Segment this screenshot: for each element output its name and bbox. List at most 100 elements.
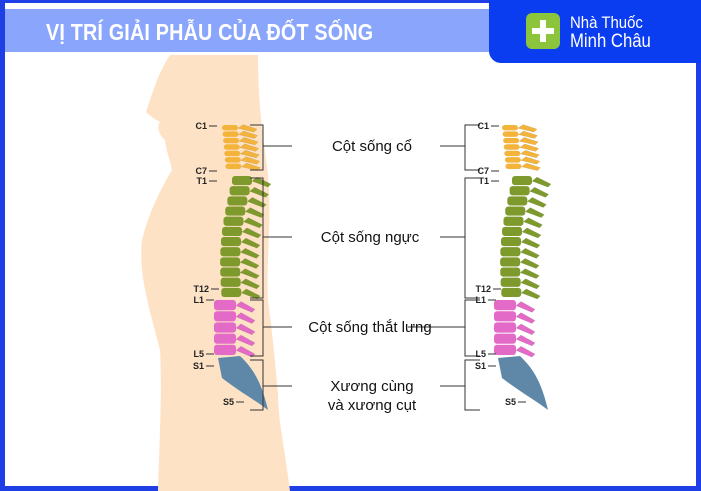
vertebra: [500, 277, 521, 287]
vertebra: [220, 257, 241, 267]
spinous-process: [240, 278, 261, 290]
vertebra-label-t1: T1: [196, 176, 207, 186]
spinous-process: [515, 334, 536, 347]
spinous-process: [522, 217, 543, 229]
plus-icon: [526, 13, 560, 49]
spinous-process: [519, 150, 540, 159]
vertebra-label-l5: L5: [475, 349, 486, 359]
vertebra-label-t12: T12: [193, 284, 209, 294]
vertebra: [214, 300, 236, 311]
vertebra: [502, 131, 519, 137]
spinous-process: [529, 186, 550, 198]
vertebra: [224, 150, 241, 157]
vertebra: [494, 300, 516, 311]
vertebra: [227, 196, 248, 206]
vertebra-label-s5: S5: [223, 397, 234, 407]
spinous-process: [242, 217, 263, 229]
vertebra-label-s1: S1: [193, 361, 204, 371]
vertebra: [223, 144, 240, 150]
vertebra: [504, 150, 521, 157]
spinous-process: [515, 312, 536, 324]
spinous-process: [517, 124, 538, 133]
page-title: VỊ TRÍ GIẢI PHẪU CỦA ĐỐT SỐNG: [46, 19, 374, 45]
spinous-process: [237, 130, 259, 139]
spinous-process: [526, 197, 547, 208]
vertebra-label-c1: C1: [477, 121, 489, 131]
vertebra: [223, 216, 244, 226]
spinous-process: [515, 323, 536, 336]
spinous-process: [237, 124, 258, 133]
spinous-process: [239, 258, 260, 269]
title-bar: [5, 9, 495, 52]
spinous-process: [515, 301, 536, 313]
bracket-left-1: [250, 177, 292, 299]
vertebra: [494, 311, 516, 322]
spinous-process: [249, 186, 270, 198]
spinous-process: [520, 278, 541, 290]
spinous-process: [239, 150, 260, 159]
vertebra-label-c7: C7: [477, 166, 489, 176]
vertebra: [225, 206, 246, 216]
group-label-thoracic: Cột sống ngực: [321, 229, 420, 246]
spinous-process: [240, 162, 261, 171]
brand-logo: Nhà Thuốc Minh Châu: [489, 0, 701, 63]
group-label-cervical: Cột sống cổ: [332, 138, 412, 155]
vertebra-label-c1: C1: [195, 121, 207, 131]
bracket-left-2: [250, 299, 292, 357]
spinous-process: [240, 237, 261, 249]
spinous-process: [239, 247, 260, 259]
spinous-process: [240, 156, 261, 165]
vertebra: [225, 163, 242, 169]
vertebra: [214, 322, 236, 333]
vertebra: [222, 131, 239, 137]
vertebra: [494, 333, 516, 344]
spinous-process: [519, 247, 540, 259]
vertebra: [221, 237, 241, 247]
group-label-lumbar: Cột sống thắt lưng: [308, 319, 431, 336]
vertebra: [222, 226, 243, 236]
brand-line2: Minh Châu: [570, 31, 651, 52]
vertebra-label-s1: S1: [475, 361, 486, 371]
vertebra: [505, 163, 522, 169]
bracket-right-3: [440, 359, 480, 411]
bracket-right-2: [408, 299, 480, 357]
bracket-right-1: [440, 177, 480, 299]
sacrum-coccyx: [218, 356, 268, 410]
vertebra-label-c7: C7: [195, 166, 207, 176]
vertebra: [220, 247, 241, 257]
body-silhouette: [141, 55, 290, 491]
spinous-process: [246, 197, 267, 208]
group-label-sacrum-line1: Xương cùng: [330, 378, 413, 395]
vertebra: [503, 144, 520, 150]
spinous-process: [520, 156, 541, 165]
vertebra-label-t12: T12: [475, 284, 491, 294]
vertebra: [224, 157, 241, 163]
vertebra: [229, 186, 250, 196]
vertebra: [214, 333, 236, 344]
sacrum-coccyx: [498, 356, 548, 410]
vertebra: [221, 287, 242, 297]
spinous-process: [520, 288, 541, 300]
spinous-process: [519, 258, 540, 269]
spinous-process: [519, 143, 540, 152]
vertebra: [214, 344, 236, 355]
bracket-left-3: [250, 359, 292, 411]
spinous-process: [519, 268, 540, 279]
vertebra-label-s5: S5: [505, 397, 516, 407]
spinous-process: [238, 137, 259, 146]
spinous-process: [235, 301, 256, 313]
vertebra: [507, 196, 528, 206]
spinous-process: [521, 227, 542, 239]
spinous-process: [515, 345, 536, 358]
vertebra: [505, 206, 526, 216]
vertebra: [494, 344, 516, 355]
spinous-process: [517, 130, 539, 139]
spinous-process: [520, 237, 541, 249]
vertebra: [232, 176, 252, 186]
spinous-process: [241, 227, 262, 239]
vertebra: [220, 277, 241, 287]
vertebra: [512, 176, 532, 186]
spinous-process: [531, 176, 552, 188]
